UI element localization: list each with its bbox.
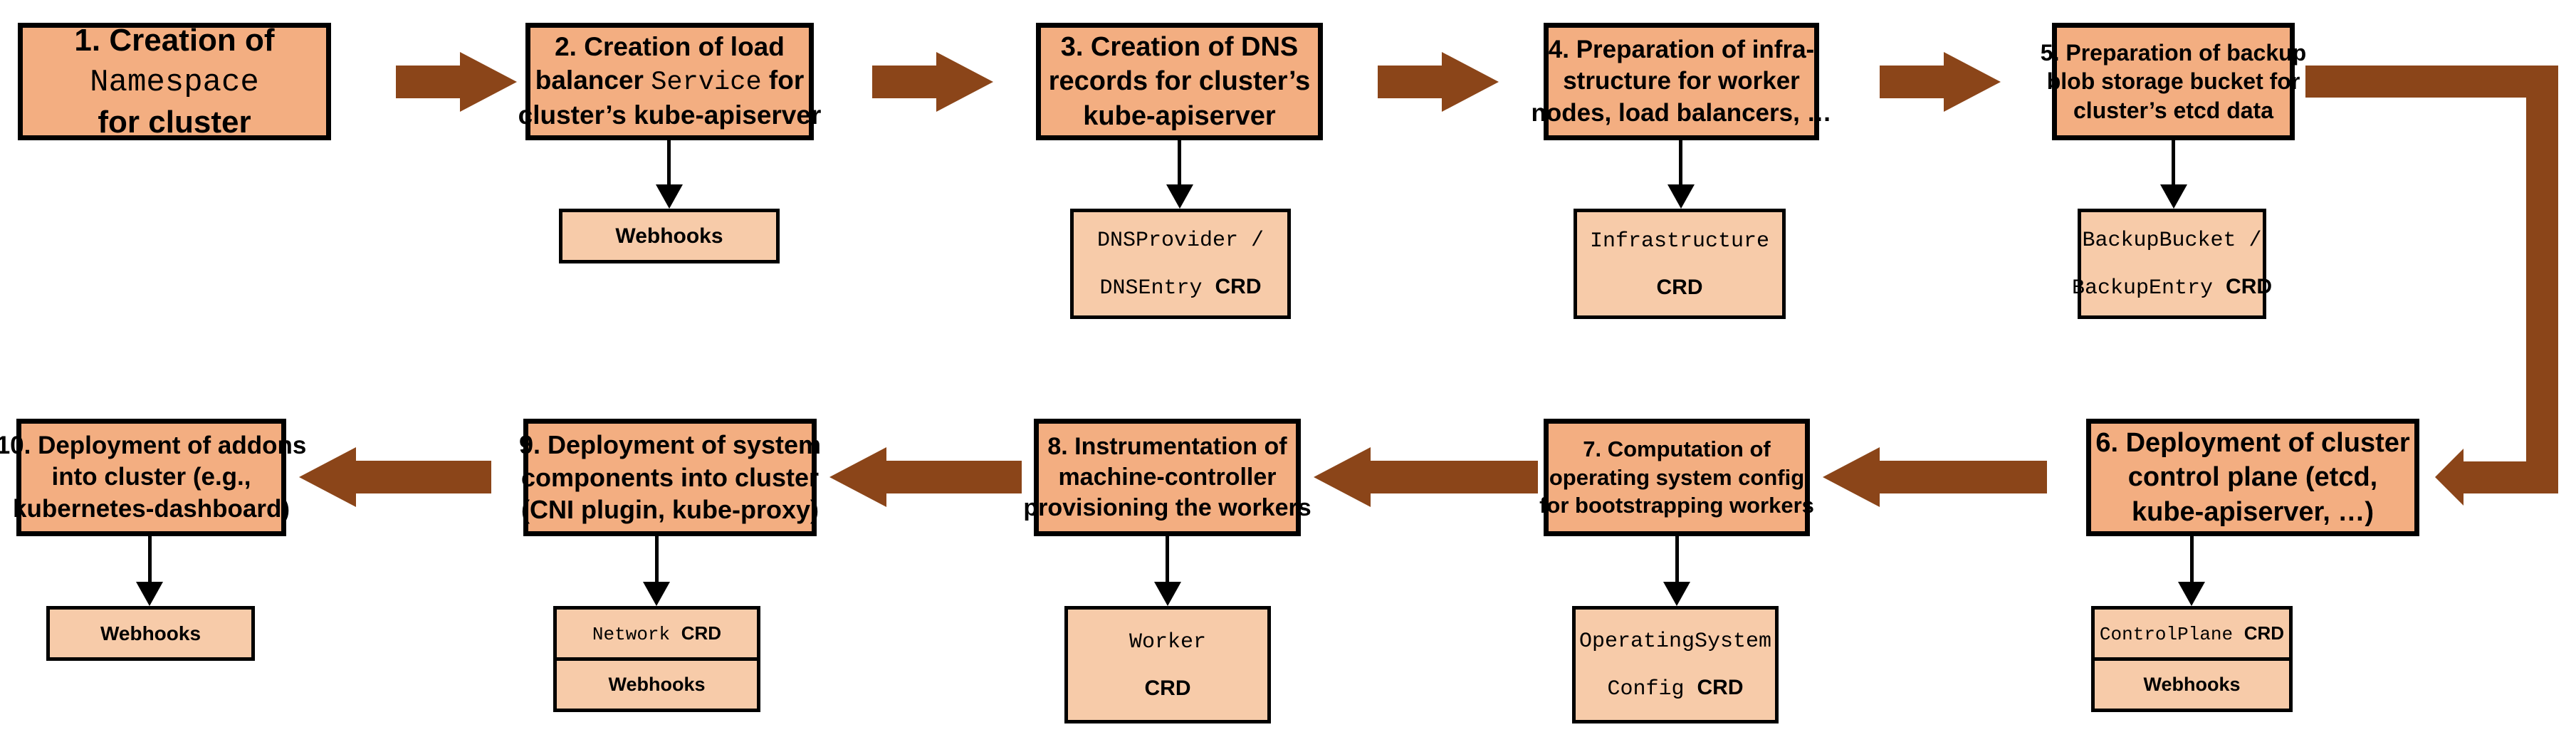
webhooks-label: Webhooks: [2143, 674, 2241, 695]
connector-arrowhead-3-icon: [1166, 184, 1193, 209]
crd-label: CRD: [2243, 622, 2285, 644]
step-box-8: 8. Instrumentation of machine-controller…: [1023, 419, 1311, 536]
connector-line-4: [1679, 140, 1682, 186]
flow-arrow-left-7-8-icon: [1314, 447, 1538, 507]
step-title-6: 6. Deployment of cluster control plane (…: [2095, 426, 2409, 529]
connector-line-10: [148, 536, 152, 583]
connector-line-6: [2190, 536, 2194, 583]
step-box-6: 6. Deployment of cluster control plane (…: [2086, 419, 2419, 536]
crd-label: CRD: [681, 622, 722, 644]
flow-arrow-right-4-5-icon: [1880, 52, 2001, 112]
step-box-7: 7. Computation of operating system confi…: [1539, 419, 1814, 536]
flow-arrow-right-3-4-icon: [1378, 52, 1499, 112]
sub-box-6-webhooks: Webhooks: [2091, 657, 2293, 712]
crd-code-label: Network: [592, 623, 681, 645]
connector-arrowhead-5-icon: [2160, 184, 2187, 209]
sub-box-4-infrastructure-crd: Infrastructure CRD: [1574, 209, 1786, 319]
crd-code-label: ControlPlane: [2099, 623, 2244, 645]
step-box-3: 3. Creation of DNS records for cluster’s…: [1036, 23, 1323, 140]
step-title-9-text: 9. Deployment of system components into …: [518, 429, 822, 525]
crd-code-label: BackupBucket / BackupEntry: [2071, 229, 2262, 301]
sub-box-5-backup-crd: BackupBucket / BackupEntry CRD: [2072, 209, 2272, 319]
webhooks-label: Webhooks: [615, 224, 723, 248]
sub-box-3-dns-crd: DNSProvider / DNSEntry CRD: [1070, 209, 1291, 319]
connector-line-2: [667, 140, 671, 186]
connector-line-3: [1178, 140, 1181, 186]
step-box-2: 2. Creation of load balancer Service for…: [518, 23, 821, 140]
flow-arrow-elbow-5-6-icon: [2305, 66, 2558, 506]
step-title-3: 3. Creation of DNS records for cluster’s…: [1049, 30, 1310, 133]
connector-line-5: [2172, 140, 2175, 186]
step-title-5-text: 5. Preparation of backup blob storage bu…: [2040, 39, 2307, 123]
step-box-4: 4. Preparation of infra- structure for w…: [1531, 23, 1832, 140]
step-title-2-code: Service: [651, 67, 762, 98]
connector-arrowhead-10-icon: [136, 582, 163, 606]
step-box-10: 10. Deployment of addons into cluster (e…: [0, 419, 306, 536]
flow-arrow-left-9-10-icon: [299, 447, 491, 507]
step-title-1-text: 1. Creation of: [74, 22, 275, 58]
flow-arrow-right-1-2-icon: [396, 52, 517, 112]
step-title-10: 10. Deployment of addons into cluster (e…: [0, 430, 306, 525]
sub-box-10-webhooks: Webhooks: [46, 606, 255, 661]
connector-arrowhead-6-icon: [2178, 582, 2205, 606]
step-title-4-text: 4. Preparation of infra- structure for w…: [1531, 35, 1832, 127]
step-box-1: 1. Creation of Namespace for cluster: [18, 23, 331, 140]
crd-code-label: Infrastructure: [1589, 229, 1770, 254]
sub-box-6-controlplane-crd: ControlPlane CRD: [2091, 606, 2293, 661]
step-title-1-text2: for cluster: [98, 105, 251, 140]
step-title-8-text: 8. Instrumentation of machine-controller…: [1023, 432, 1311, 522]
step-title-2: 2. Creation of load balancer Service for…: [518, 31, 822, 133]
connector-arrowhead-8-icon: [1154, 582, 1181, 606]
connector-arrowhead-9-icon: [643, 582, 670, 606]
step-title-1: 1. Creation of Namespace for cluster: [74, 21, 274, 143]
crd-code-label: DNSProvider / DNSEntry: [1096, 229, 1265, 301]
step-title-2-text: 2. Creation of load balancer: [535, 31, 785, 95]
step-title-6-text: 6. Deployment of cluster control plane (…: [2095, 428, 2410, 527]
sub-box-8-worker-crd: Worker CRD: [1064, 606, 1271, 723]
sub-box-7-osconfig-crd: OperatingSystem Config CRD: [1572, 606, 1779, 723]
flow-arrow-left-6-7-icon: [1823, 447, 2047, 507]
step-title-8: 8. Instrumentation of machine-controller…: [1023, 432, 1311, 524]
step-title-10-text: 10. Deployment of addons into cluster (e…: [0, 431, 307, 523]
webhooks-label: Webhooks: [100, 622, 201, 644]
step-title-7-text: 7. Computation of operating system confi…: [1539, 437, 1814, 518]
step-title-3-text: 3. Creation of DNS records for cluster’s…: [1048, 32, 1311, 131]
connector-line-9: [655, 536, 659, 583]
step-title-5: 5. Preparation of backup blob storage bu…: [2041, 38, 2306, 125]
crd-code-label: OperatingSystem Config: [1578, 629, 1772, 701]
crd-label: CRD: [1144, 676, 1191, 700]
connector-arrowhead-4-icon: [1667, 184, 1695, 209]
crd-label: CRD: [1215, 274, 1262, 298]
crd-code-label: Worker: [1129, 630, 1207, 654]
crd-label: CRD: [1697, 675, 1744, 699]
step-title-9: 9. Deployment of system components into …: [519, 429, 821, 526]
step-title-2-text2: for cluster’s kube-apiserver: [518, 65, 822, 130]
sub-box-9-network-crd: Network CRD: [553, 606, 760, 661]
step-title-4: 4. Preparation of infra- structure for w…: [1531, 34, 1831, 129]
sub-box-9-webhooks: Webhooks: [553, 657, 760, 712]
step-title-1-code: Namespace: [90, 64, 259, 100]
step-box-9: 9. Deployment of system components into …: [519, 419, 821, 536]
step-box-5: 5. Preparation of backup blob storage bu…: [2041, 23, 2306, 140]
step-title-7: 7. Computation of operating system confi…: [1539, 435, 1814, 519]
crd-label: CRD: [1656, 275, 1703, 299]
connector-line-7: [1675, 536, 1679, 583]
connector-arrowhead-2-icon: [656, 184, 683, 209]
connector-arrowhead-7-icon: [1663, 582, 1690, 606]
flow-arrow-left-8-9-icon: [829, 447, 1022, 507]
connector-line-8: [1166, 536, 1169, 583]
webhooks-label: Webhooks: [608, 674, 706, 695]
sub-box-2-webhooks: Webhooks: [559, 209, 780, 263]
crd-label: CRD: [2226, 274, 2273, 298]
flow-arrow-right-2-3-icon: [872, 52, 993, 112]
